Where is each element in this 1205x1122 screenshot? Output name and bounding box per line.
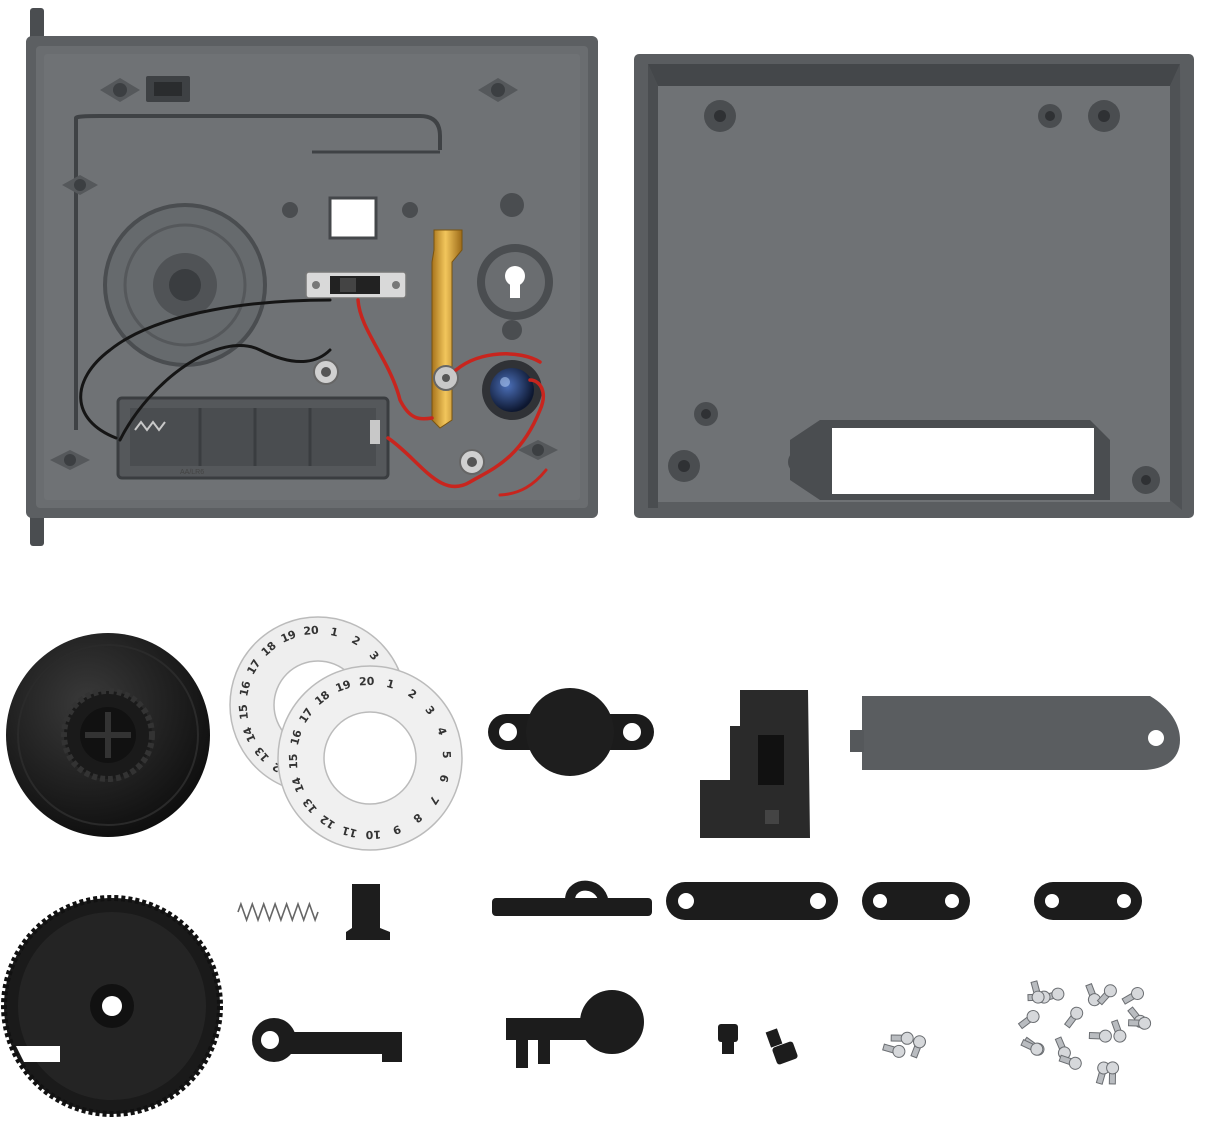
keyhole-socket: [477, 244, 553, 320]
washer: [313, 359, 485, 475]
screw: [1058, 1054, 1082, 1070]
round-mount-plate: [488, 688, 654, 776]
hook-lever: [492, 880, 652, 916]
mount-post: [50, 440, 558, 470]
link-bar-long: [666, 882, 838, 920]
screw: [1127, 1016, 1152, 1030]
battery-cover: [850, 696, 1180, 770]
screw: [890, 1031, 914, 1045]
screws-large: [1017, 980, 1152, 1085]
dial-number: 1: [329, 625, 339, 639]
mount-post: [100, 78, 140, 102]
bulb: [482, 360, 542, 420]
screw: [882, 1043, 906, 1058]
screw: [1063, 1006, 1084, 1029]
battery-holder-label: AA/LR6: [180, 469, 204, 476]
screw: [1030, 980, 1045, 1004]
dial-number: 5: [440, 751, 453, 759]
link-bar-short: [1034, 882, 1142, 920]
screw: [1096, 984, 1117, 1006]
dial-number: 14: [289, 775, 307, 794]
dial-number: 9: [391, 822, 403, 837]
dial-number: 19: [334, 678, 353, 696]
link-bar-short: [862, 882, 970, 920]
door-panel: AA/LR6: [26, 8, 598, 546]
mount-post: [62, 175, 98, 195]
dial-number: 1: [385, 677, 396, 692]
plunger-block: [346, 884, 390, 940]
l-lever: [252, 1018, 402, 1062]
slide-switch: [305, 271, 407, 299]
dial-number: 10: [365, 828, 381, 842]
screw: [1020, 1039, 1044, 1056]
dial-number: 20: [303, 624, 320, 638]
mount-post: [282, 193, 524, 340]
screw: [1017, 1010, 1040, 1030]
screw: [1121, 987, 1144, 1005]
dial-number: 20: [359, 675, 375, 689]
small-knob: [718, 1024, 738, 1054]
battery-holder: AA/LR6: [116, 396, 390, 480]
dial-number: 19: [279, 628, 298, 646]
screw: [1106, 1061, 1120, 1085]
mount-post: [478, 78, 518, 102]
screw: [910, 1035, 926, 1059]
screw: [1095, 1061, 1111, 1085]
dial-number: 16: [288, 728, 305, 747]
box-tray: [634, 54, 1194, 518]
screw: [1110, 1019, 1127, 1043]
small-knob: [765, 1028, 798, 1065]
dial-boss: [103, 203, 267, 367]
key: [506, 990, 644, 1068]
brass-contact: [431, 229, 463, 429]
dial-number: 14: [241, 725, 259, 745]
dial-number: 6: [436, 773, 451, 784]
dial-number: 15: [287, 753, 301, 769]
dial-number: 15: [237, 704, 251, 720]
screw: [1088, 1029, 1112, 1043]
dial-knob: [6, 633, 210, 837]
battery-cutout: [790, 420, 1110, 500]
rear-gear-housing: [1, 895, 223, 1117]
wires: [79, 298, 548, 497]
screw: [1085, 983, 1101, 1007]
dial-number: 16: [237, 679, 253, 697]
latch-bracket: [700, 690, 810, 838]
spring: [237, 901, 319, 923]
dial-number: 11: [340, 823, 358, 840]
screws-small: [882, 1031, 926, 1059]
